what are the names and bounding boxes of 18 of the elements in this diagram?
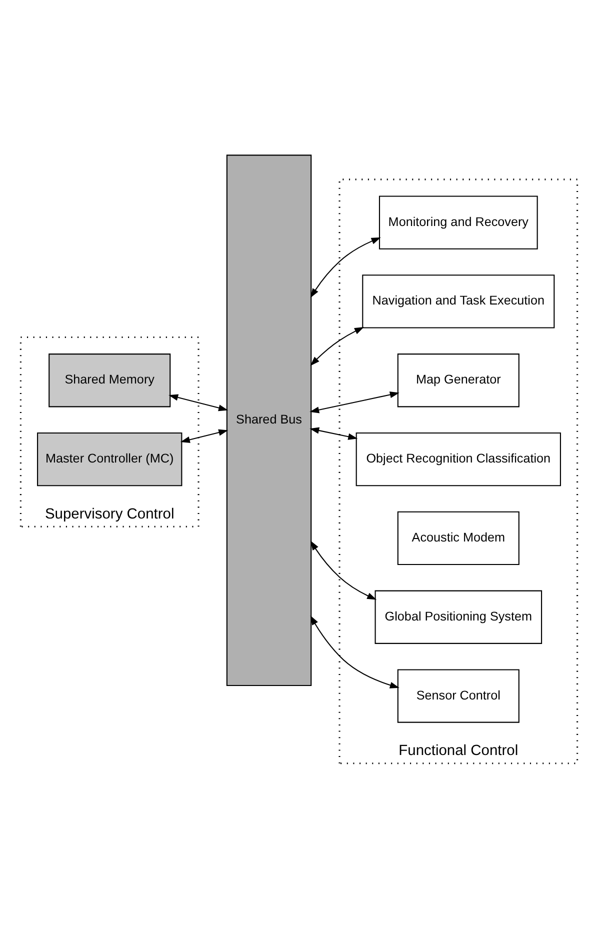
node-box: Sensor Control: [397, 668, 520, 722]
arrow: [310, 326, 364, 366]
arrow: [310, 614, 400, 688]
node-box: Master Controller (MC): [37, 432, 182, 486]
node-box: Monitoring and Recovery: [378, 195, 538, 249]
arrow: [310, 236, 381, 298]
node-box: Shared Bus: [226, 154, 312, 686]
arrow: [310, 540, 377, 600]
arrow: [180, 428, 228, 442]
arrow: [310, 426, 358, 440]
node-box: Acoustic Modem: [397, 510, 520, 565]
node-box: Shared Memory: [48, 353, 171, 407]
node-box: Global Positioning System: [374, 590, 542, 644]
node-box: Object Recognition Classification: [356, 432, 561, 486]
node-box: Map Generator: [397, 353, 520, 407]
arrow: [310, 390, 400, 413]
arrow: [168, 394, 228, 411]
node-box: Navigation and Task Execution: [362, 274, 555, 328]
